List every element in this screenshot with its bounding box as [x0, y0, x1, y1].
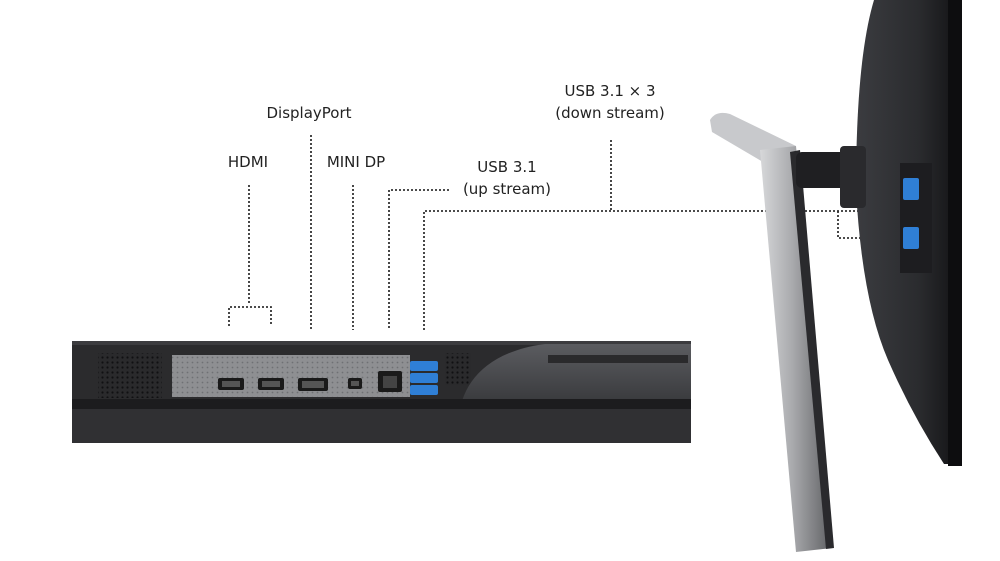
usb-upstream-subtitle: (up stream) [462, 180, 552, 198]
hump-vent-slits [548, 355, 688, 363]
io-plate [172, 355, 410, 397]
usb-upstream-title: USB 3.1 [477, 158, 537, 176]
hdmi-label: HDMI [227, 153, 269, 171]
usb-downstream-lower-branch [837, 211, 898, 239]
hdmi-port-1-icon [218, 378, 244, 390]
displayport-label: DisplayPort [266, 104, 352, 122]
panel-lower-lip [72, 399, 691, 409]
left-vent-grille [98, 353, 162, 398]
usb-downstream-label: USB 3.1 × 3 (down stream) [544, 80, 676, 124]
monitor-side-view [710, 0, 962, 552]
panel-top-edge [72, 341, 691, 345]
usb-downstream-ports-icon [410, 361, 438, 395]
usb-downstream-subtitle: (down stream) [555, 104, 665, 122]
panel-bezel [72, 409, 691, 443]
usb-downstream-horizontal-line [423, 210, 866, 330]
usb-downstream-title: USB 3.1 × 3 [564, 82, 656, 100]
mini-dp-port-icon [348, 378, 362, 389]
usb-upstream-port-icon [378, 371, 402, 392]
stand-neck [760, 146, 832, 552]
mini-dp-label: MINI DP [326, 153, 386, 171]
hinge-mount [840, 146, 866, 208]
hdmi-bracket [228, 306, 272, 326]
usb-upstream-label: USB 3.1 (up stream) [452, 156, 562, 200]
monitor-screen-edge [948, 0, 962, 466]
usb-upstream-leader-line [388, 189, 449, 330]
displayport-port-icon [298, 378, 328, 391]
side-usb-port-2-icon [903, 227, 919, 249]
hdmi-port-2-icon [258, 378, 284, 390]
stand-neck-back [790, 150, 834, 549]
side-usb-port-1-icon [903, 178, 919, 200]
monitor-bottom-panel [72, 341, 691, 443]
right-vent-grille [445, 353, 471, 385]
